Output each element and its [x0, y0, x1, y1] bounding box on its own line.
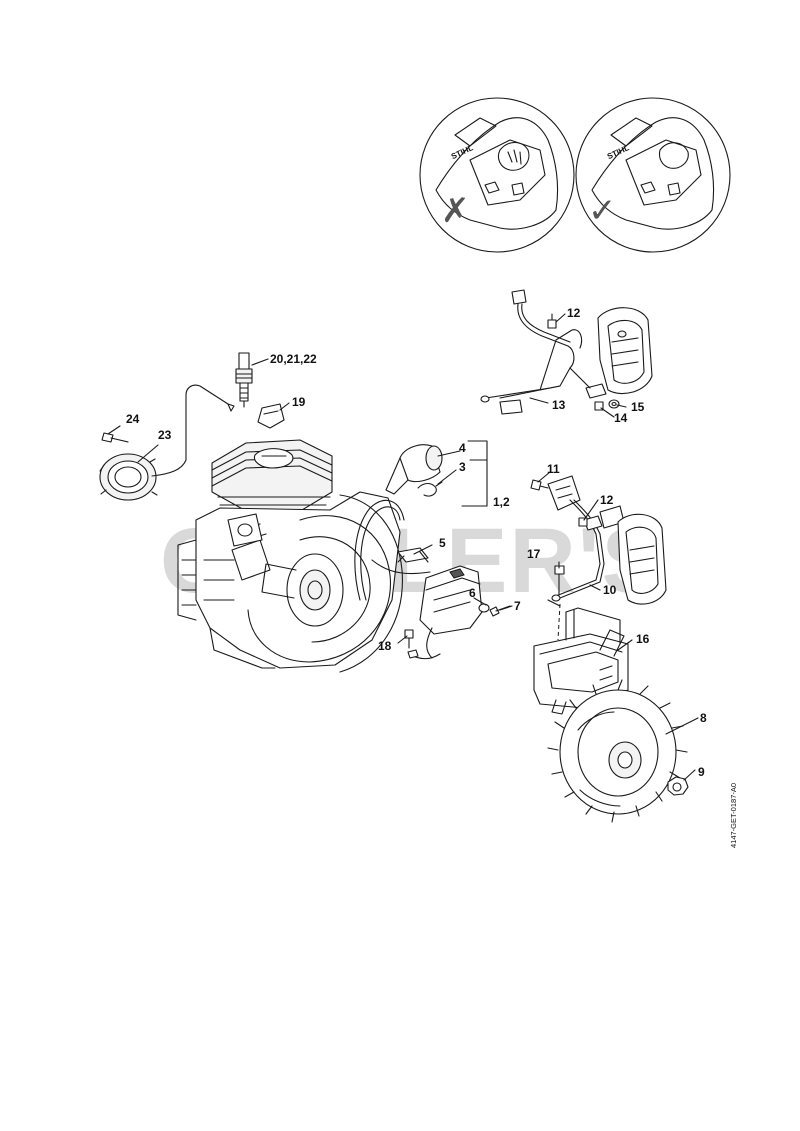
label-15: 15: [631, 400, 645, 414]
spark-plug-cap-19: [257, 403, 285, 429]
label-12-top: 12: [567, 306, 581, 320]
screw-12-mid: [578, 517, 588, 527]
label-3: 3: [459, 460, 466, 474]
ignition-module-23: [99, 384, 235, 501]
spring-3: [417, 481, 443, 497]
screw-24: [101, 432, 129, 443]
label-14: 14: [614, 411, 628, 425]
label-23: 23: [158, 428, 172, 442]
wire-13: [480, 289, 607, 415]
inset-right: STIHL ✓: [575, 97, 731, 253]
label-12-mid: 12: [600, 493, 614, 507]
crankcase-assembly: [177, 439, 403, 673]
washer-6: [478, 603, 490, 613]
part-labels: 24 23 20,21,22 19 4 3 1,2 5 6 7 18 12 13…: [126, 306, 707, 779]
label-1-2: 1,2: [493, 495, 510, 509]
label-18: 18: [378, 639, 392, 653]
screw-12-top: [547, 313, 557, 329]
alignment-line: [557, 603, 561, 641]
leader-lines: [107, 313, 699, 781]
label-10: 10: [603, 583, 617, 597]
label-4: 4: [459, 441, 466, 455]
right-mark-icon: ✓: [588, 191, 617, 231]
label-13: 13: [552, 398, 566, 412]
label-9: 9: [698, 765, 705, 779]
sleeve-4: [385, 444, 443, 495]
screw-11: [530, 479, 549, 491]
ignition-coil: [407, 565, 483, 660]
washer-15: [608, 399, 620, 409]
label-11: 11: [547, 462, 560, 476]
label-17: 17: [527, 547, 541, 561]
label-24: 24: [126, 412, 140, 426]
flywheel-8: [547, 679, 688, 823]
label-7: 7: [514, 599, 521, 613]
spark-plug: [235, 352, 253, 408]
handle-housing-mid: [617, 513, 667, 605]
label-8: 8: [700, 711, 707, 725]
label-5: 5: [439, 536, 446, 550]
label-6: 6: [469, 586, 476, 600]
screw-18: [404, 629, 414, 649]
wire-10: [547, 475, 625, 607]
bracket-5: [397, 547, 429, 563]
label-16: 16: [636, 632, 650, 646]
component-bracket-1-2: [461, 440, 488, 507]
inset-wrong: STIHL ✗: [419, 97, 575, 253]
label-19: 19: [292, 395, 306, 409]
label-20-21-22: 20,21,22: [270, 352, 317, 366]
cable-loop: [354, 499, 431, 601]
handle-frame-16: [533, 607, 629, 715]
handle-housing-top: [597, 307, 653, 394]
wrong-mark-icon: ✗: [441, 191, 470, 231]
nut-9: [667, 776, 689, 796]
drawing-code: 4147-GET-0187-A0: [729, 783, 738, 848]
